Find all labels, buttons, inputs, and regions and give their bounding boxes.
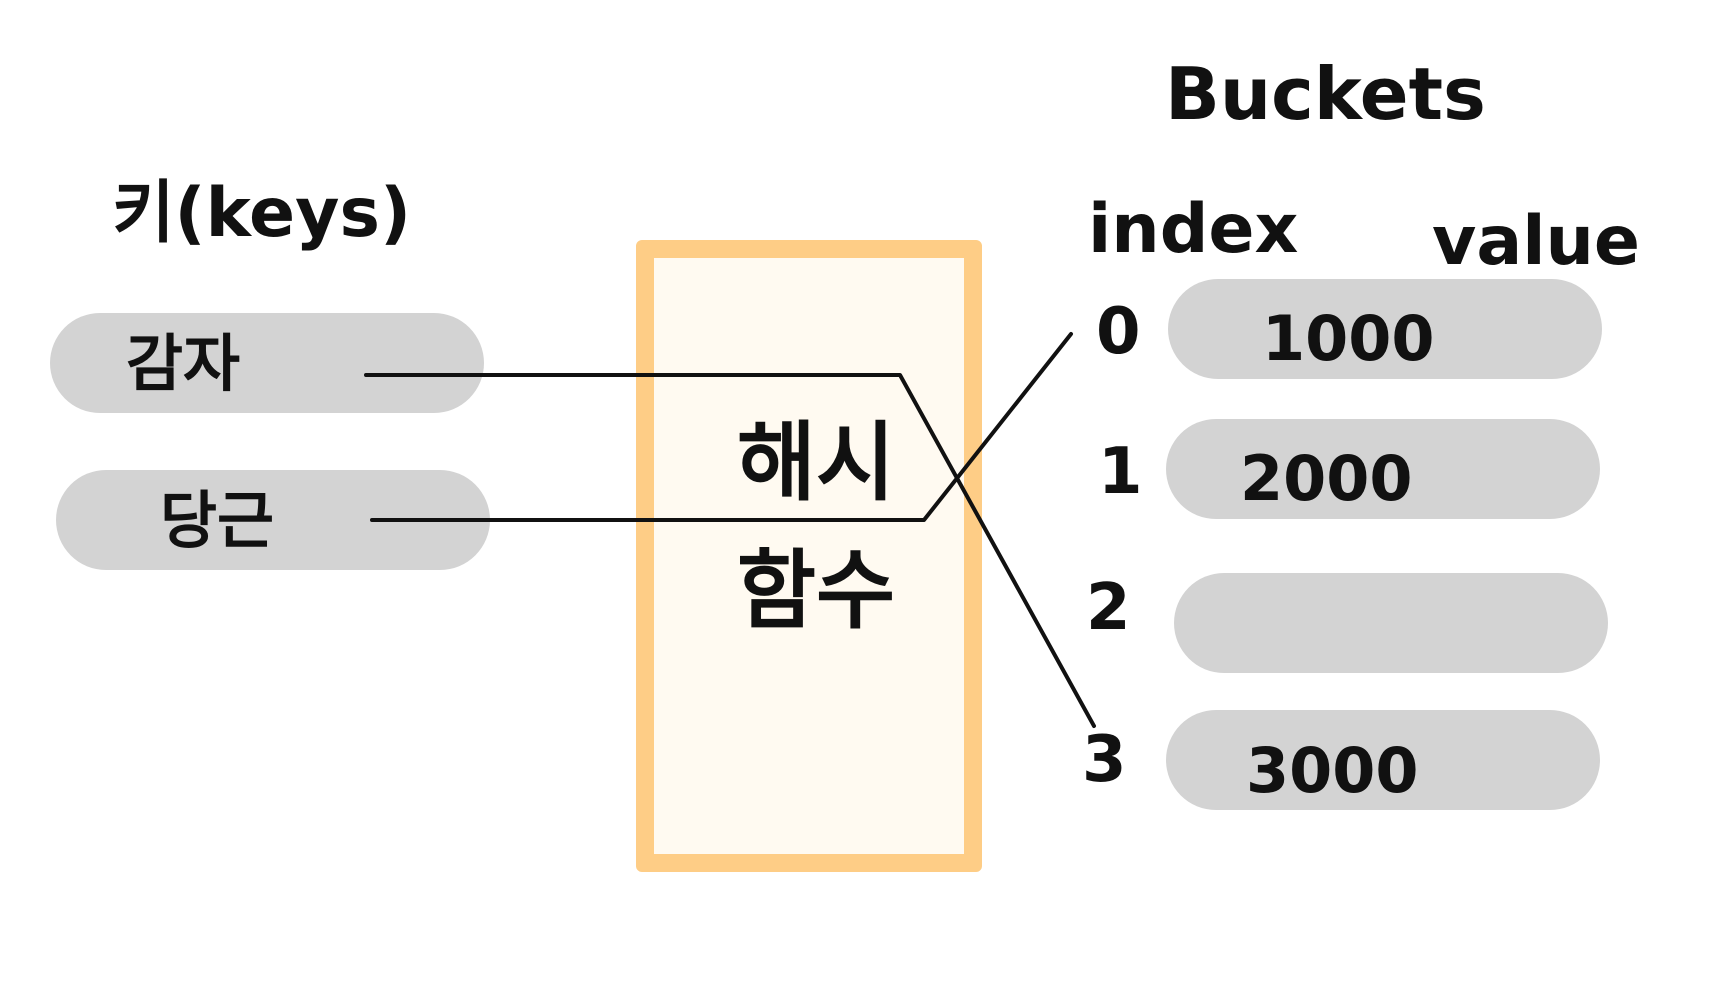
value-header: value xyxy=(1432,202,1641,281)
key-label-carrot: 당근 xyxy=(160,484,275,557)
bucket-pill-2 xyxy=(1174,573,1608,673)
bucket-value-3: 3000 xyxy=(1246,734,1419,807)
bucket-value-1: 2000 xyxy=(1240,442,1413,515)
bucket-index-3: 3 xyxy=(1082,723,1127,797)
bucket-index-2: 2 xyxy=(1086,571,1131,645)
bucket-pill-0 xyxy=(1168,279,1602,379)
key-pill-potato xyxy=(50,313,484,413)
hash-function-label-line2: 함수 xyxy=(736,541,896,641)
bucket-pill-3 xyxy=(1166,710,1600,810)
bucket-pill-1 xyxy=(1166,419,1600,519)
bucket-value-0: 1000 xyxy=(1262,302,1435,375)
bucket-index-1: 1 xyxy=(1098,435,1143,509)
bucket-index-0: 0 xyxy=(1096,295,1141,369)
keys-heading: 키(keys) xyxy=(112,174,412,253)
hash-function-label-line1: 해시 xyxy=(736,413,896,513)
key-label-potato: 감자 xyxy=(126,327,241,400)
buckets-title: Buckets xyxy=(1165,52,1486,136)
index-header: index xyxy=(1088,190,1299,269)
